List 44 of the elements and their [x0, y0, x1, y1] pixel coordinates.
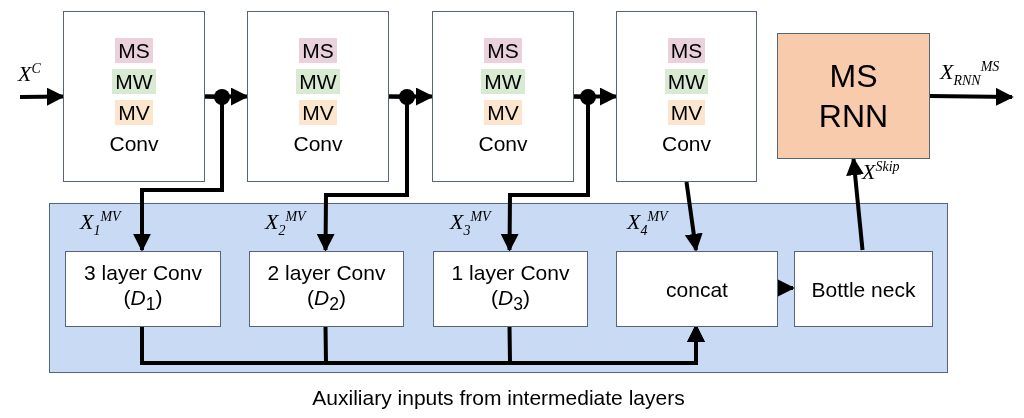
box-label: 1 layer Conv (D$_{3}$): [450, 260, 571, 317]
process-box: [65, 251, 221, 327]
process-box: [794, 251, 933, 327]
box-label: Bottle neck: [810, 276, 917, 302]
conv-block: [616, 11, 757, 182]
highlighted-label: MV: [484, 99, 522, 125]
edge-label: X$^{Skip}$: [862, 160, 900, 184]
process-box: [616, 251, 778, 327]
arrow: [133, 94, 224, 252]
highlighted-label: MS: [484, 37, 522, 63]
box-label: concat: [665, 276, 729, 302]
edge-label: X$^{C}$: [18, 62, 41, 86]
conv-block: [247, 11, 389, 182]
box-label: Conv: [661, 130, 712, 156]
arrow: [684, 181, 703, 252]
arrow: [776, 279, 795, 297]
arrow: [19, 87, 65, 106]
arrow: [500, 94, 590, 252]
box-label: MS RNN: [817, 57, 890, 136]
highlighted-label: MW: [481, 68, 525, 94]
arrow: [929, 87, 1014, 106]
box-label: 3 layer Conv (D$_{1}$): [83, 260, 203, 317]
rnn-box: [777, 33, 930, 159]
highlighted-label: MV: [299, 99, 337, 125]
highlighted-label: MW: [112, 68, 156, 94]
highlighted-label: MS: [299, 37, 337, 63]
arrow: [846, 157, 865, 251]
arrow: [316, 94, 409, 252]
highlighted-label: MV: [115, 99, 153, 125]
process-box: [433, 251, 588, 327]
highlighted-label: MS: [115, 37, 153, 63]
arrow: [389, 87, 434, 106]
highlighted-label: MW: [664, 68, 709, 94]
box-label: Conv: [477, 130, 529, 156]
box-label: Conv: [292, 130, 344, 156]
panel-caption: Auxiliary inputs from intermediate layers: [311, 386, 686, 410]
process-box: [249, 251, 404, 327]
box-label: 2 layer Conv (D$_{2}$): [266, 260, 387, 317]
highlighted-label: MW: [296, 68, 340, 94]
box-label: Conv: [108, 130, 160, 156]
highlighted-label: MS: [667, 37, 706, 63]
highlighted-label: MV: [667, 99, 706, 125]
conv-block: [432, 11, 574, 182]
conv-block: [63, 11, 205, 182]
